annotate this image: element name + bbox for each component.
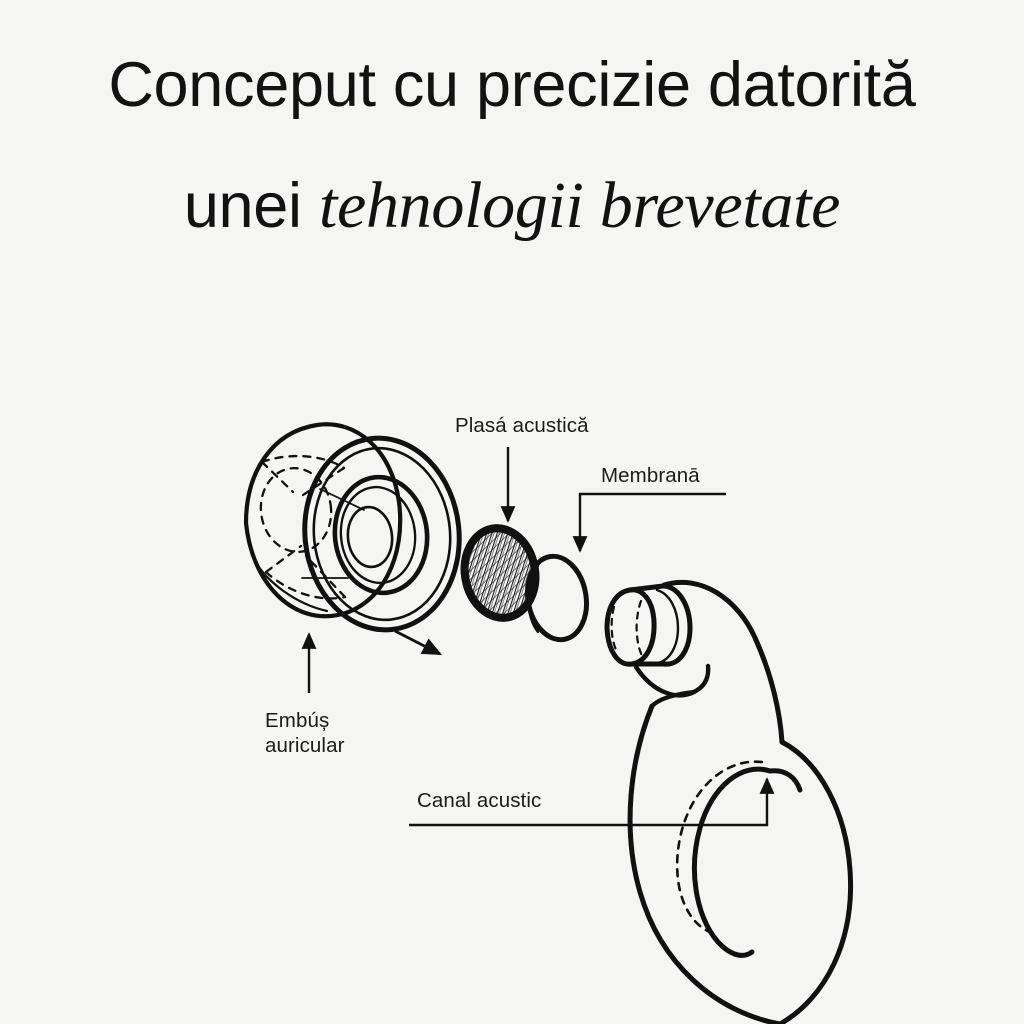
page-title-line-2: unei tehnologii brevetate	[0, 171, 1024, 242]
label-acoustic-canal: Canal acustic	[417, 789, 542, 812]
label-membrane: Membranā	[601, 464, 700, 487]
body-outline-right	[777, 739, 854, 1024]
nozzle-collar-front	[660, 583, 693, 667]
nozzle-front-inner	[655, 588, 680, 665]
ear-tip-mid-bore-inner	[339, 485, 417, 585]
ear-tip-outer-rim-inner	[312, 446, 452, 622]
body-neck-link	[649, 689, 697, 709]
ear-tip-component	[243, 422, 462, 633]
assembly-direction-arrow	[394, 629, 442, 656]
ear-tip-hidden-lines	[259, 454, 347, 600]
leader-canal-elbow	[409, 777, 775, 827]
ear-tip-outer-rim	[302, 435, 462, 633]
label-ear-tip-line-2: auricular	[265, 734, 345, 757]
acoustic-canal-hidden-arc	[675, 760, 764, 934]
page-title: Conceput cu precizie datorită unei tehno…	[0, 50, 1024, 242]
page-title-line-1: Conceput cu precizie datorită	[108, 50, 916, 120]
membrane-component	[525, 553, 589, 643]
ear-tip-wall-lower	[252, 558, 329, 613]
label-acoustic-mesh: Plasá acustică	[455, 414, 589, 437]
nozzle-hidden-lines	[610, 599, 644, 658]
page-title-line-2-italic: tehnologii brevetate	[318, 169, 841, 243]
ear-tip-mid-bore	[332, 474, 430, 596]
body-outline-left	[627, 703, 783, 1024]
nozzle-top-edge	[627, 583, 666, 593]
acoustic-canal-lip	[767, 768, 803, 793]
nozzle-collar-rear	[604, 587, 657, 667]
body-hook-detail	[633, 663, 711, 698]
membrane-edge-highlight	[527, 564, 540, 634]
leader-membrane-elbow	[572, 492, 726, 553]
earbud-body-component	[627, 579, 854, 1024]
acoustic-mesh-component	[457, 522, 543, 624]
acoustic-canal-front-arc	[692, 766, 773, 958]
page-title-line-2-plain: unei	[183, 171, 319, 242]
ear-tip-inner-bore	[346, 505, 394, 569]
body-upper-shoulder	[661, 579, 785, 745]
nozzle-component	[604, 583, 693, 667]
label-ear-tip-line-1: Embúș	[265, 709, 330, 732]
ear-tip-back-dome	[243, 422, 403, 619]
